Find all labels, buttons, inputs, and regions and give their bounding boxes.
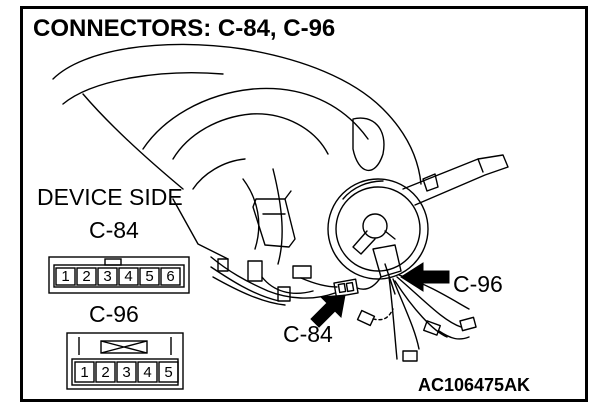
figure-code: AC106475AK <box>418 375 531 395</box>
c96-pin: 1 <box>80 364 89 381</box>
steering-column-illustration <box>48 43 509 390</box>
diagram-frame: CONNECTORS: C-84, C-96 <box>20 6 588 402</box>
c96-pin: 3 <box>122 364 131 381</box>
c84-pin: 2 <box>82 268 91 285</box>
c84-pin: 3 <box>103 268 112 285</box>
c84-pin: 5 <box>145 268 154 285</box>
c84-connector-label: C-84 <box>89 217 139 243</box>
device-side-label: DEVICE SIDE <box>37 184 183 210</box>
c84-callout-label: C-84 <box>283 321 333 347</box>
c96-pin: 4 <box>143 364 152 381</box>
c84-pin: 6 <box>166 268 175 285</box>
c96-pin: 2 <box>101 364 110 381</box>
c96-callout-label: C-96 <box>453 271 503 297</box>
c96-connector-label: C-96 <box>89 301 139 327</box>
c84-arrow-icon <box>310 294 346 328</box>
c96-arrow-icon <box>400 262 450 292</box>
diagram-title: CONNECTORS: C-84, C-96 <box>33 15 336 42</box>
c84-pin: 1 <box>61 268 70 285</box>
c96-pin: 5 <box>164 364 173 381</box>
c84-pin: 4 <box>124 268 133 285</box>
